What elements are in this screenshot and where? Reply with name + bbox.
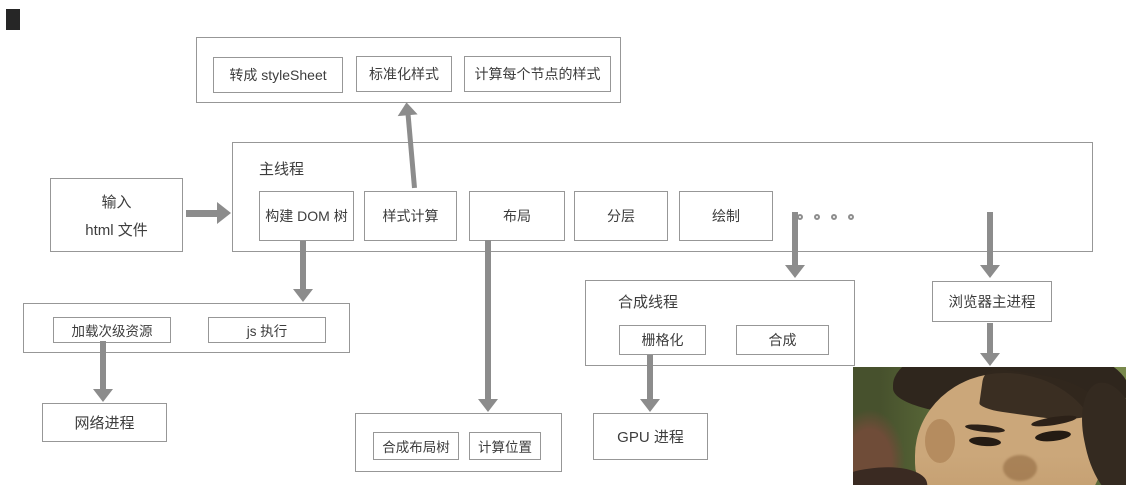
node-rasterize: 栅格化 xyxy=(619,325,706,355)
node-label: 绘制 xyxy=(712,208,740,224)
main-thread-group: 主线程 构建 DOM 树 样式计算 布局 分层 绘制 xyxy=(232,142,1093,252)
arrow-rasterize-to-gpu xyxy=(639,355,661,412)
photo-ear xyxy=(925,419,955,463)
node-js-execution: js 执行 xyxy=(208,317,326,343)
node-convert-stylesheet: 转成 styleSheet xyxy=(213,57,343,93)
node-build-dom-tree: 构建 DOM 树 xyxy=(259,191,354,241)
node-load-sub-resources: 加载次级资源 xyxy=(53,317,171,343)
node-label: 计算每个节点的样式 xyxy=(474,66,601,82)
layout-result-group: 合成布局树 计算位置 xyxy=(355,413,562,472)
node-network-process: 网络进程 xyxy=(42,403,167,442)
node-compose-layout-tree: 合成布局树 xyxy=(373,432,459,460)
node-label: 合成 xyxy=(768,332,797,348)
video-still-photo xyxy=(853,367,1126,485)
node-layout: 布局 xyxy=(469,191,565,241)
arrow-subresource-to-network xyxy=(92,341,114,402)
node-label: 计算位置 xyxy=(478,440,532,455)
node-label: 标准化样式 xyxy=(369,66,439,82)
node-label: 栅格化 xyxy=(641,332,684,348)
main-thread-title: 主线程 xyxy=(259,161,305,178)
node-gpu-process: GPU 进程 xyxy=(593,413,708,460)
node-label: 合成布局树 xyxy=(382,440,450,455)
arrow-dom-to-subresource xyxy=(292,241,314,302)
node-input-html: 输入 html 文件 xyxy=(50,178,183,252)
node-label: 样式计算 xyxy=(382,208,439,224)
arrow-main-to-compositor xyxy=(784,212,806,278)
node-layering: 分层 xyxy=(574,191,668,241)
node-label: GPU 进程 xyxy=(617,429,684,446)
node-calc-position: 计算位置 xyxy=(469,432,541,460)
node-label: js 执行 xyxy=(246,324,288,339)
node-label: 网络进程 xyxy=(74,415,135,432)
corner-mark xyxy=(6,9,20,30)
node-browser-main-process: 浏览器主进程 xyxy=(932,281,1052,322)
sub-resource-group: 加载次级资源 js 执行 xyxy=(23,303,350,353)
node-label: 分层 xyxy=(607,208,635,224)
node-label: 布局 xyxy=(503,208,531,224)
compositor-thread-title: 合成线程 xyxy=(618,294,679,311)
ellipsis-dot xyxy=(831,214,837,220)
style-steps-group: 转成 styleSheet 标准化样式 计算每个节点的样式 xyxy=(196,37,621,103)
photo-nose-shadow xyxy=(1003,455,1037,481)
node-style-calculation: 样式计算 xyxy=(364,191,457,241)
node-label: 转成 styleSheet xyxy=(229,67,327,83)
node-normalize-style: 标准化样式 xyxy=(356,56,452,92)
ellipsis-dots xyxy=(797,214,854,220)
arrow-browser-process-to-photo xyxy=(979,323,1001,366)
arrow-layout-to-layout-result xyxy=(477,240,499,412)
compositor-thread-group: 合成线程 栅格化 合成 xyxy=(585,280,855,366)
arrow-main-to-browser-process xyxy=(979,212,1001,278)
node-composite: 合成 xyxy=(736,325,829,355)
node-label: 浏览器主进程 xyxy=(948,295,1036,311)
arrow-input-to-main-thread xyxy=(186,201,231,225)
node-label: 加载次级资源 xyxy=(71,324,153,339)
node-label: 构建 DOM 树 xyxy=(265,208,348,224)
node-paint: 绘制 xyxy=(679,191,773,241)
node-compute-node-style: 计算每个节点的样式 xyxy=(464,56,611,92)
ellipsis-dot xyxy=(848,214,854,220)
input-line1: 输入 xyxy=(101,193,132,211)
input-line2: html 文件 xyxy=(85,221,148,239)
ellipsis-dot xyxy=(797,214,803,220)
ellipsis-dot xyxy=(814,214,820,220)
